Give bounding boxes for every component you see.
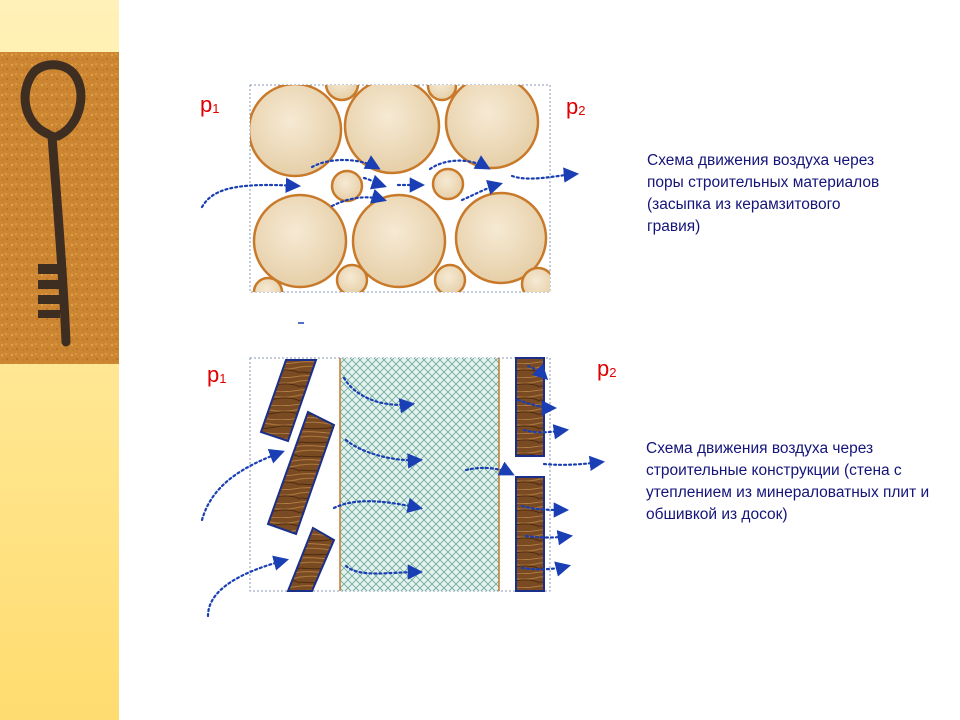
airflow-arrow <box>520 561 571 577</box>
airflow-arrow <box>310 155 381 170</box>
granule <box>431 167 465 201</box>
airflow-arrow <box>522 424 570 440</box>
granule <box>444 85 540 170</box>
caption-wall-construction: Схема движения воздуха через строительны… <box>646 440 930 523</box>
pressure-label-p2-bottom: p2 <box>597 356 617 381</box>
airflow-arrow <box>542 455 606 472</box>
key-icon <box>20 60 86 347</box>
airflow-arrow <box>344 564 424 580</box>
pressure-label-p1-top: p1 <box>200 92 220 117</box>
tilted-wood-board <box>259 359 318 443</box>
airflow-arrow <box>362 174 387 190</box>
airflow-arrow <box>342 376 416 414</box>
pressure-label-p1-bottom: p1 <box>207 362 227 387</box>
airflow-arrow <box>526 363 549 381</box>
airflow-arrow <box>460 179 503 202</box>
airflow-arrow <box>516 398 558 416</box>
airflow-arrow <box>520 502 570 518</box>
airflow-arrow <box>524 530 574 546</box>
granule <box>250 85 343 178</box>
vertical-wood-board <box>515 476 545 592</box>
airflow-arrow <box>332 497 424 513</box>
granule <box>324 85 360 102</box>
granule <box>520 266 550 292</box>
airflow-arrow <box>464 461 515 476</box>
granule <box>252 193 348 289</box>
airflow-arrow <box>510 167 580 183</box>
tilted-wood-board <box>266 410 336 536</box>
airflow-arrow <box>200 177 302 209</box>
granule <box>252 276 284 292</box>
granule <box>335 263 369 292</box>
caption-porous-fill: Схема движения воздуха через поры строит… <box>647 152 880 235</box>
airflow-arrow <box>344 438 424 469</box>
granule <box>351 193 447 289</box>
porous-fill-diagram <box>200 84 580 293</box>
granule <box>433 263 467 292</box>
old-key-image <box>0 52 119 364</box>
mineral-wool-insulation <box>340 358 499 591</box>
airflow-arrow <box>330 188 387 208</box>
airflow-arrow <box>428 155 491 171</box>
granule <box>330 169 364 203</box>
airflow-arrow <box>206 555 289 618</box>
airflow-arrow <box>200 449 285 522</box>
granule <box>343 85 441 175</box>
decorative-side-bar <box>0 0 119 720</box>
wall-construction-diagram <box>200 357 606 618</box>
granule <box>426 85 458 102</box>
pressure-label-p2-top: p2 <box>566 94 586 119</box>
tilted-wood-board <box>286 526 336 592</box>
